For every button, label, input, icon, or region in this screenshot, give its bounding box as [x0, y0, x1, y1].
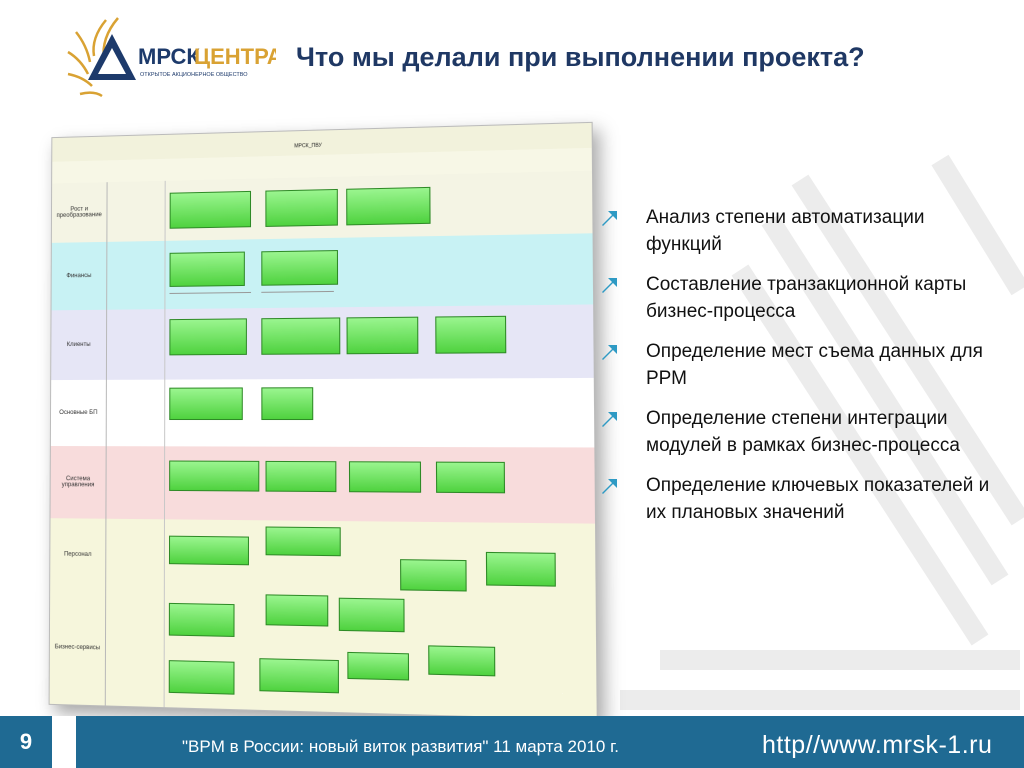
page-title: Что мы делали при выполнении проекта?: [296, 42, 865, 73]
process-box: [339, 598, 405, 633]
bullet-text: Определение мест съема данных для РРМ: [646, 341, 983, 389]
responsible-note: [169, 292, 251, 300]
lane-management: Система управления: [51, 446, 596, 525]
process-box: [266, 526, 341, 556]
bullet-item: Составление транзакционной карты бизнес-…: [598, 271, 998, 325]
process-box: [169, 387, 243, 420]
lane-finance: Финансы: [52, 233, 594, 311]
svg-text:ОТКРЫТОЕ АКЦИОНЕРНОЕ ОБЩЕСТВО: ОТКРЫТОЕ АКЦИОНЕРНОЕ ОБЩЕСТВО: [140, 72, 248, 78]
lane-label: Основные БП: [51, 380, 107, 446]
lane-label: Персонал: [50, 518, 106, 591]
process-box: [170, 252, 245, 287]
lane-growth: Рост и преобразование: [52, 171, 593, 244]
lane-personnel: Персонал: [50, 518, 596, 601]
process-box: [261, 317, 340, 354]
process-box: [169, 536, 249, 566]
lane-label: Бизнес-сервисы: [50, 591, 107, 706]
lane-label: Финансы: [52, 242, 108, 310]
footer-caption: "BPM в России: новый виток развития" 11 …: [182, 737, 619, 757]
bullet-text: Определение степени интеграции модулей в…: [646, 408, 960, 456]
process-box: [259, 658, 339, 693]
lane-label: Клиенты: [51, 310, 107, 380]
bullet-item: Определение мест съема данных для РРМ: [598, 338, 998, 392]
page-number-box: 9: [0, 716, 52, 768]
bullet-item: Анализ степени автоматизации функций: [598, 204, 998, 258]
process-box: [400, 559, 467, 591]
bullet-list: Анализ степени автоматизации функций Сос…: [598, 204, 998, 539]
process-box: [347, 317, 419, 355]
business-process-diagram: МРСК_ПВУ Рост и преобразование Финансы К…: [49, 122, 598, 721]
process-box: [428, 645, 495, 676]
process-box: [347, 652, 409, 681]
arrow-bullet-icon: [598, 408, 620, 430]
bullet-text: Анализ степени автоматизации функций: [646, 207, 924, 255]
bullet-text: Составление транзакционной карты бизнес-…: [646, 274, 966, 322]
process-box: [169, 603, 235, 637]
process-box: [169, 318, 247, 355]
process-box: [266, 594, 329, 626]
process-box: [169, 660, 235, 695]
process-box: [266, 461, 337, 492]
footer-divider: [52, 716, 76, 768]
lane-services: Бизнес-сервисы: [50, 591, 597, 720]
process-box: [261, 387, 313, 420]
lane-label: Рост и преобразование: [52, 182, 108, 243]
diagram-header-label: МРСК_ПВУ: [294, 143, 322, 150]
svg-text:ЦЕНТРА: ЦЕНТРА: [194, 44, 276, 69]
arrow-bullet-icon: [598, 207, 620, 229]
company-logo: МРСК ЦЕНТРА ОТКРЫТОЕ АКЦИОНЕРНОЕ ОБЩЕСТВ…: [56, 12, 276, 104]
footer-url[interactable]: http//www.mrsk-1.ru: [762, 731, 992, 760]
arrow-bullet-icon: [598, 341, 620, 363]
bullet-item: Определение ключевых показателей и их пл…: [598, 472, 998, 526]
bullet-text: Определение ключевых показателей и их пл…: [646, 475, 989, 523]
responsible-note: [261, 291, 334, 299]
process-box: [346, 187, 430, 226]
lane-core: Основные БП: [51, 378, 595, 449]
process-box: [265, 189, 338, 227]
lane-label: Система управления: [51, 446, 107, 519]
process-box: [435, 316, 506, 354]
svg-text:МРСК: МРСК: [138, 44, 200, 69]
process-box: [349, 461, 421, 492]
process-box: [486, 552, 556, 587]
process-box: [436, 462, 505, 494]
lane-clients: Клиенты: [51, 304, 594, 381]
page-number: 9: [0, 716, 52, 768]
arrow-bullet-icon: [598, 475, 620, 497]
process-box: [169, 461, 259, 492]
bullet-item: Определение степени интеграции модулей в…: [598, 405, 998, 459]
process-box: [261, 250, 338, 286]
arrow-bullet-icon: [598, 274, 620, 296]
process-box: [170, 191, 251, 229]
